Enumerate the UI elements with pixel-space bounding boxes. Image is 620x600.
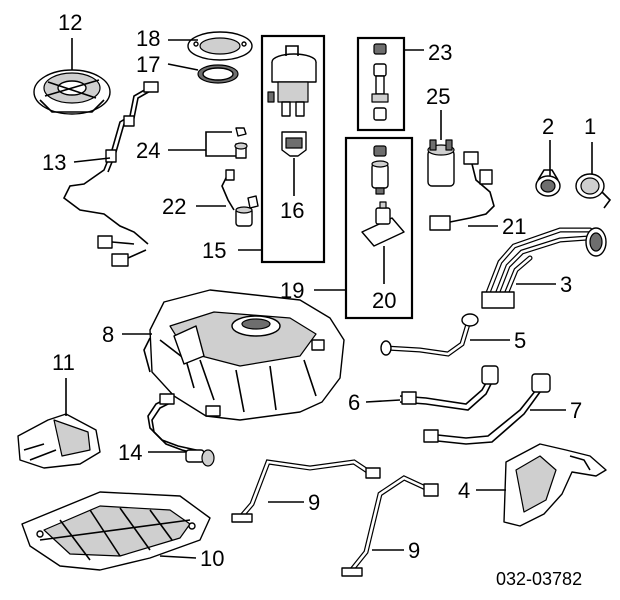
callout-19: 19 <box>280 278 304 303</box>
callout-1: 1 <box>584 114 596 139</box>
callout-9-lower: 9 <box>408 538 420 563</box>
callout-10: 10 <box>200 546 224 571</box>
part-4-splash-guard <box>503 443 607 527</box>
callout-15: 15 <box>202 238 226 263</box>
box-23-filter-kit <box>356 36 406 132</box>
part-17-gasket <box>197 64 239 84</box>
part-12-cover <box>33 69 111 115</box>
callout-4: 4 <box>458 478 470 503</box>
callout-7: 7 <box>570 398 582 423</box>
callout-16: 16 <box>280 198 304 223</box>
box-15-pump-module <box>260 34 326 264</box>
callout-21: 21 <box>502 214 526 239</box>
callout-20: 20 <box>372 288 396 313</box>
part-13-harness <box>62 81 159 267</box>
callout-9-upper: 9 <box>308 490 320 515</box>
callout-23: 23 <box>428 40 452 65</box>
callout-13: 13 <box>42 150 66 175</box>
callout-5: 5 <box>514 328 526 353</box>
part-6-hose <box>399 365 499 411</box>
callout-22: 22 <box>162 194 186 219</box>
callout-8: 8 <box>102 322 114 347</box>
box-19-regulator-kit <box>344 136 414 320</box>
callout-11: 11 <box>52 350 75 375</box>
callout-12: 12 <box>58 10 82 35</box>
diagram-code: 032-03782 <box>496 569 582 589</box>
part-10-skid-plate <box>21 491 211 571</box>
leader-lines <box>65 38 593 559</box>
callout-14: 14 <box>118 440 142 465</box>
callout-18: 18 <box>136 26 160 51</box>
part-22-sender <box>221 169 259 227</box>
part-25-canister <box>427 139 455 187</box>
part-9-strap-upper <box>231 459 381 523</box>
part-3-filler-pipe <box>481 227 607 309</box>
part-5-hose <box>380 313 479 357</box>
callout-17: 17 <box>136 52 160 77</box>
callout-24: 24 <box>136 138 160 163</box>
part-2-seal <box>535 169 561 197</box>
callout-3: 3 <box>560 272 572 297</box>
part-1-fuel-cap <box>575 173 612 209</box>
callouts: 12 18 17 13 24 22 15 16 23 25 19 20 21 2… <box>42 10 596 571</box>
callout-6: 6 <box>348 390 360 415</box>
part-14-vent-tube <box>147 393 215 467</box>
part-7-hose <box>423 373 551 445</box>
part-24-clip <box>234 127 248 159</box>
part-18-ring <box>187 31 253 61</box>
part-9-strap-lower <box>341 475 439 577</box>
part-8-fuel-tank <box>143 289 345 421</box>
callout-25: 25 <box>426 84 450 109</box>
callout-2: 2 <box>542 114 554 139</box>
part-21-wire <box>429 151 495 231</box>
part-11-heat-shield <box>17 413 101 469</box>
